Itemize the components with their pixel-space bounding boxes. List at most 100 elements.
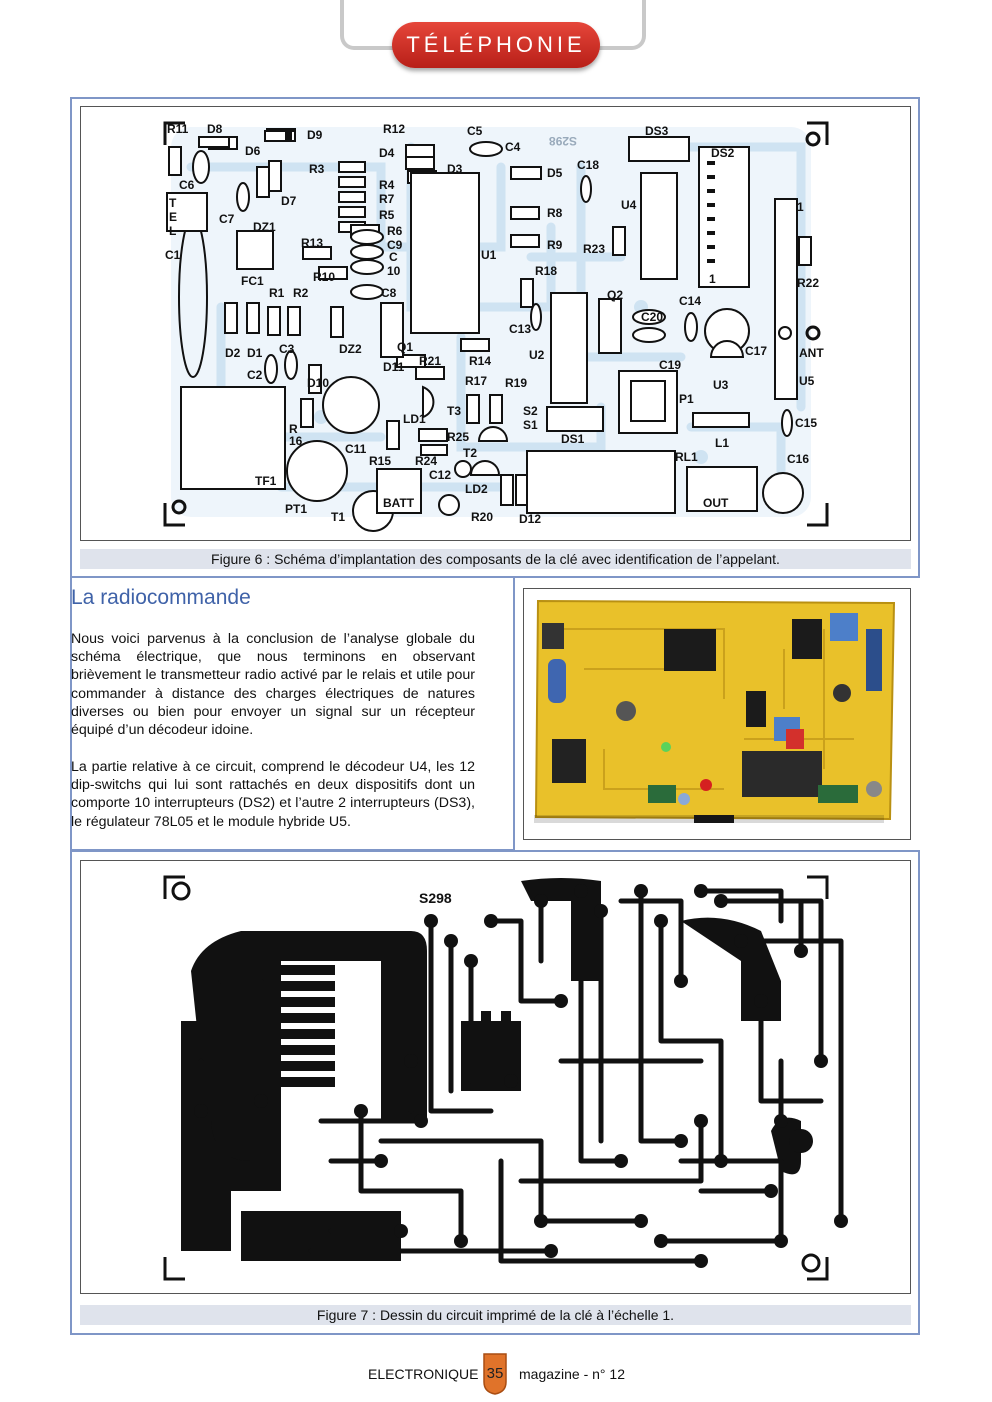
svg-text:R10: R10: [313, 270, 335, 284]
svg-text:R22: R22: [797, 276, 819, 290]
footer-issue: magazine - n° 12: [519, 1366, 625, 1382]
svg-text:R18: R18: [535, 264, 557, 278]
svg-text:R11: R11: [167, 122, 189, 136]
svg-text:C4: C4: [505, 140, 521, 154]
svg-text:D8: D8: [207, 122, 223, 136]
svg-text:R: R: [289, 422, 298, 436]
svg-text:D7: D7: [281, 194, 297, 208]
svg-text:S1: S1: [523, 418, 538, 432]
svg-text:DS3: DS3: [645, 124, 669, 138]
svg-text:U1: U1: [481, 248, 497, 262]
svg-text:R25: R25: [447, 430, 469, 444]
figure6-caption: Figure 6 : Schéma d’implantation des com…: [80, 549, 911, 569]
svg-text:U3: U3: [713, 378, 729, 392]
svg-text:10: 10: [387, 264, 401, 278]
svg-text:R14: R14: [469, 354, 491, 368]
svg-text:L: L: [169, 224, 176, 238]
svg-text:R9: R9: [547, 238, 563, 252]
svg-text:D12: D12: [519, 512, 541, 526]
svg-text:ANT: ANT: [799, 346, 824, 360]
svg-text:U2: U2: [529, 348, 545, 362]
figure7-caption: Figure 7 : Dessin du circuit imprimé de …: [80, 1305, 911, 1325]
svg-text:T1: T1: [331, 510, 345, 524]
svg-text:T: T: [169, 196, 177, 210]
svg-text:T2: T2: [463, 446, 477, 460]
svg-text:S2: S2: [523, 404, 538, 418]
photo-frame: [523, 588, 911, 840]
svg-text:C2: C2: [247, 368, 263, 382]
svg-text:1: 1: [797, 200, 804, 214]
svg-text:C: C: [389, 250, 398, 264]
svg-text:RL1: RL1: [675, 450, 698, 464]
svg-text:R23: R23: [583, 242, 605, 256]
svg-text:C6: C6: [179, 178, 195, 192]
svg-text:R6: R6: [387, 224, 403, 238]
svg-text:C19: C19: [659, 358, 681, 372]
svg-text:U5: U5: [799, 374, 815, 388]
svg-text:R12: R12: [383, 122, 405, 136]
svg-text:R7: R7: [379, 192, 395, 206]
svg-text:C5: C5: [467, 124, 483, 138]
svg-text:E: E: [169, 210, 177, 224]
svg-text:R4: R4: [379, 178, 395, 192]
svg-text:C13: C13: [509, 322, 531, 336]
svg-text:R3: R3: [309, 162, 325, 176]
svg-text:D10: D10: [307, 376, 329, 390]
svg-text:C18: C18: [577, 158, 599, 172]
svg-text:C12: C12: [429, 468, 451, 482]
svg-text:16: 16: [289, 434, 303, 448]
figure7-frame: [70, 850, 920, 1335]
svg-text:D3: D3: [447, 162, 463, 176]
svg-text:C1: C1: [165, 248, 181, 262]
svg-text:R1: R1: [269, 286, 285, 300]
svg-text:S298: S298: [549, 134, 577, 148]
figure7-image: S298: [80, 860, 911, 1294]
pcb-mark: S298: [419, 890, 452, 906]
svg-text:C16: C16: [787, 452, 809, 466]
svg-text:C17: C17: [745, 344, 767, 358]
svg-text:C8: C8: [381, 286, 397, 300]
svg-text:DZ1: DZ1: [253, 220, 276, 234]
svg-text:R17: R17: [465, 374, 487, 388]
figure6-frame: [70, 97, 920, 578]
svg-text:D1: D1: [247, 346, 263, 360]
svg-text:T3: T3: [447, 404, 461, 418]
svg-text:LD2: LD2: [465, 482, 488, 496]
svg-text:R21: R21: [419, 354, 441, 368]
svg-text:D6: D6: [245, 144, 261, 158]
svg-text:DS1: DS1: [561, 432, 585, 446]
svg-text:C14: C14: [679, 294, 701, 308]
svg-text:R15: R15: [369, 454, 391, 468]
svg-text:U4: U4: [621, 198, 637, 212]
svg-text:Q2: Q2: [607, 288, 623, 302]
svg-text:TF1: TF1: [255, 474, 277, 488]
svg-text:R20: R20: [471, 510, 493, 524]
pcb-photo: [524, 589, 910, 839]
svg-text:C20: C20: [641, 310, 663, 324]
svg-text:D5: D5: [547, 166, 563, 180]
svg-text:R5: R5: [379, 208, 395, 222]
svg-text:D2: D2: [225, 346, 241, 360]
svg-text:PT1: PT1: [285, 502, 307, 516]
svg-text:FC1: FC1: [241, 274, 264, 288]
article-title: La radiocommande: [71, 586, 251, 609]
article-paragraph-1: Nous voici parvenus à la conclusion de l…: [71, 631, 475, 739]
svg-text:L1: L1: [715, 436, 729, 450]
svg-text:R19: R19: [505, 376, 527, 390]
svg-text:R13: R13: [301, 236, 323, 250]
svg-text:P1: P1: [679, 392, 694, 406]
svg-text:R24: R24: [415, 454, 437, 468]
footer-magazine-name: ELECTRONIQUE: [368, 1366, 479, 1382]
svg-text:DZ2: DZ2: [339, 342, 362, 356]
page-footer: ELECTRONIQUE 35 magazine - n° 12: [0, 1353, 992, 1395]
svg-text:C9: C9: [387, 238, 403, 252]
section-badge: TÉLÉPHONIE: [392, 22, 600, 68]
svg-text:C15: C15: [795, 416, 817, 430]
svg-text:R8: R8: [547, 206, 563, 220]
svg-text:OUT: OUT: [703, 496, 729, 510]
svg-text:1: 1: [709, 272, 716, 286]
svg-text:C3: C3: [279, 342, 295, 356]
svg-text:D9: D9: [307, 128, 323, 142]
